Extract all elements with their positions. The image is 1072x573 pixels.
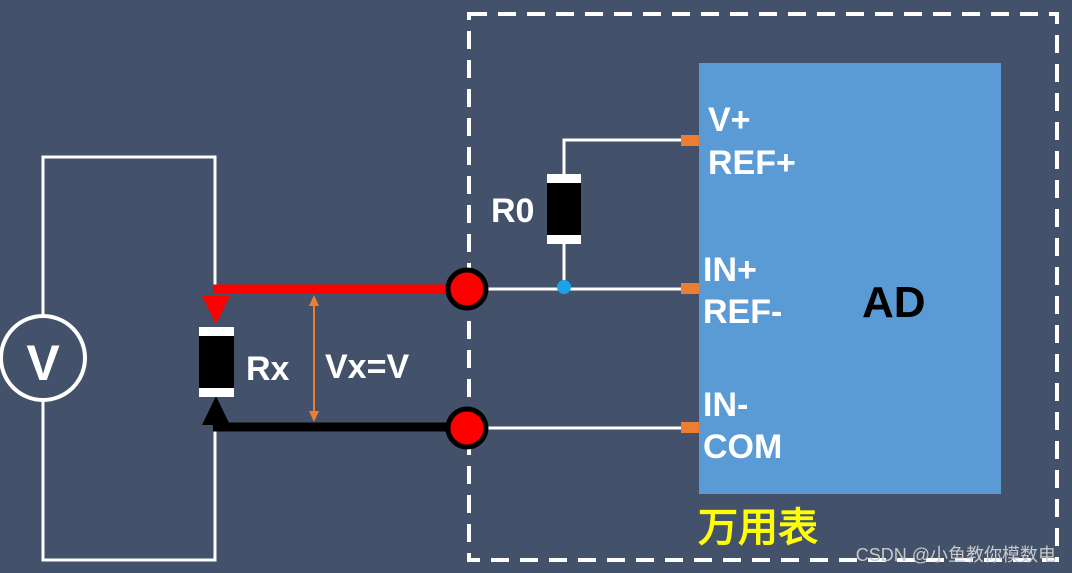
junction-dot <box>557 280 571 294</box>
pin-label-com: COM <box>703 428 782 466</box>
pin-inplus <box>681 283 699 294</box>
pin-label-vplus: V+ <box>708 101 751 139</box>
pin-label-refplus: REF+ <box>708 144 796 182</box>
r0-resistor <box>547 174 581 244</box>
vx-measure-arrow <box>309 295 319 422</box>
voltage-source <box>0 314 87 402</box>
ad-label: AD <box>862 278 926 327</box>
pin-vplus <box>681 135 699 146</box>
pin-inminus <box>681 422 699 433</box>
r0-wire <box>562 138 688 289</box>
multimeter-title: 万用表 <box>698 506 818 550</box>
rx-label: Rx <box>246 350 290 388</box>
hot-wire-arrowhead <box>202 296 230 324</box>
input-terminal-top <box>445 267 489 311</box>
return-wire-arrowhead <box>202 396 230 425</box>
pin-label-inplus: IN+ <box>703 251 757 289</box>
pin-label-refminus: REF- <box>703 293 782 331</box>
rx-resistor <box>199 327 234 397</box>
watermark: CSDN @小鱼教你模数电 <box>856 545 1056 565</box>
pin-label-inminus: IN- <box>703 386 748 424</box>
ad-block <box>699 63 1001 494</box>
vx-label: Vx=V <box>325 348 409 386</box>
multimeter-enclosure <box>467 12 1059 562</box>
voltage-source-symbol: V <box>26 335 60 391</box>
input-terminal-bottom <box>445 406 489 450</box>
r0-label: R0 <box>491 192 534 230</box>
